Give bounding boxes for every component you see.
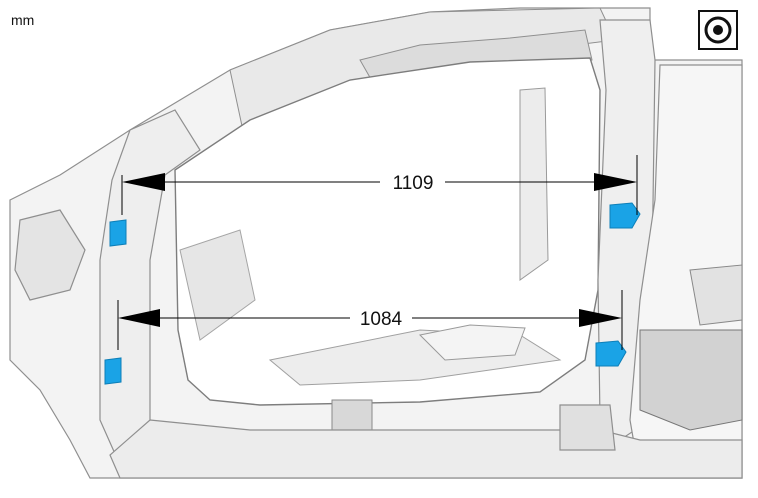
b-pillar-lower-marker [595,340,627,367]
a-pillar-lower-marker [104,357,122,385]
arrowhead-right-lower [579,309,622,327]
a-pillar-upper-marker [109,219,127,247]
unit-label: mm [11,12,35,28]
dimension-value-lower: 1084 [360,309,403,330]
arrowhead-left-upper [122,173,165,191]
rear-door-opening [629,64,743,479]
arrowhead-right-upper [594,173,637,191]
rocker-sill [109,404,743,479]
target-circle-icon [698,10,738,50]
dimension-line-lower: 1084 [117,290,623,350]
b-pillar-upper-marker [609,202,641,229]
dimension-line-upper: 1109 [121,155,638,215]
dimension-value-upper: 1109 [393,173,434,194]
arrowhead-left-lower [118,309,160,327]
a-pillar [14,109,201,466]
